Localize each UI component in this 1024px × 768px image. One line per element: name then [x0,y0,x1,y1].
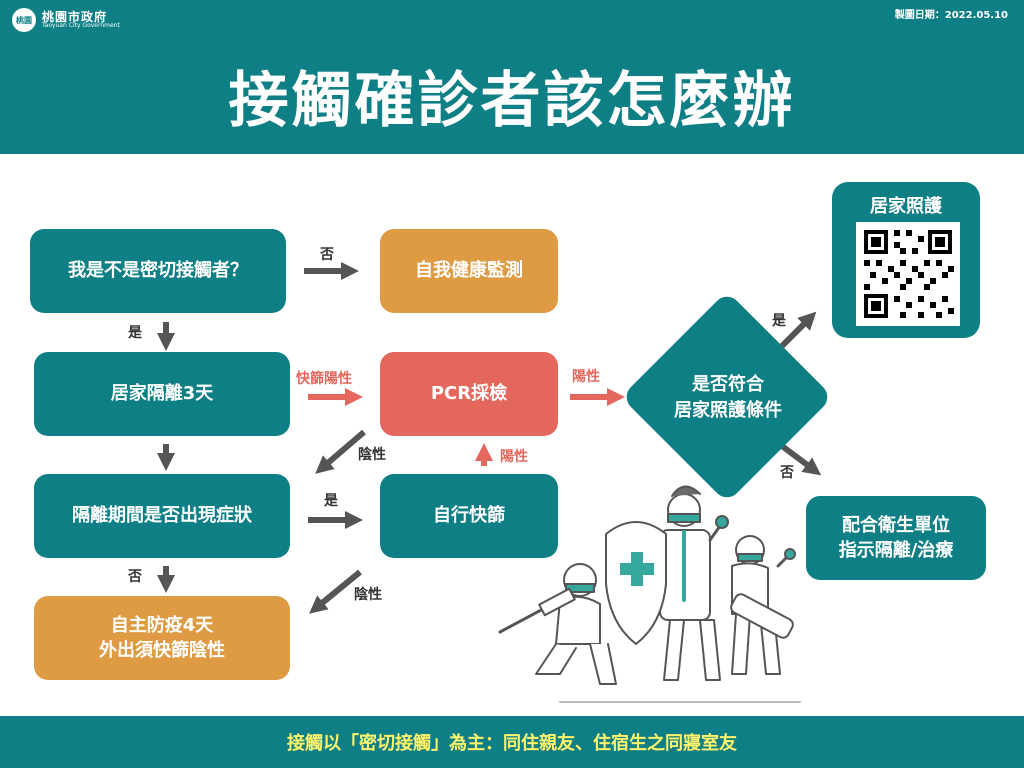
doctor-mask [667,513,701,523]
qr-card-title: 居家照護 [870,196,942,217]
label-rapid-test-positive: 陽性 [500,449,528,465]
page-title: 接觸確診者該怎麼辦 [228,66,796,136]
health-unit-line2: 指示隔離/治療 [838,540,954,561]
production-date: 製圖日期：2022.05.10 [894,10,1008,21]
logo-chinese-name: 桃園市政府 [42,9,108,24]
self-prevention-line2: 外出須快篩陰性 [99,640,225,661]
home-isolation-box: 居家隔離3天 [34,352,290,436]
label-yes-left: 是 [128,325,142,341]
arrow-to-health-unit [780,443,822,476]
label-yes-home-care: 是 [772,313,786,329]
label-pcr-negative: 陰性 [358,447,386,463]
label-no-top: 否 [320,247,334,263]
spray-tank [730,593,794,639]
close-contact-question: 我是不是密切接觸者？ [30,229,286,313]
label-no-symptoms: 否 [128,569,142,585]
city-emblem-icon: 桃園 [12,8,36,32]
pcr-test-box: PCR採檢 [380,352,558,436]
symptoms-question: 隔離期間是否出現症狀 [34,474,290,558]
self-rapid-test-box: 自行快篩 [380,474,558,558]
header-banner: 桃園 桃園市政府 Taoyuan City Government 製圖日期：20… [0,0,1024,154]
logo-english-name: Taoyuan City Government [42,22,120,30]
self-prevention-box: 自主防疫4天 外出須快篩陰性 [34,596,290,680]
home-care-question-line2: 居家照護條件 [674,400,782,421]
label-no-health-unit: 否 [780,465,794,481]
label-pcr-positive: 陽性 [572,369,600,385]
home-care-question-line1: 是否符合 [692,373,764,395]
taoyuan-logo: 桃園 桃園市政府 Taoyuan City Government [12,8,120,32]
home-care-qr-card[interactable]: 居家照護 [832,182,980,338]
label-rapid-positive: 快篩陽性 [296,371,352,387]
health-unit-line1: 配合衛生單位 [842,514,950,536]
arrow-pcr-negative [315,429,366,474]
home-care-question: 是否符合 居家照護條件 [628,358,828,438]
arrow-to-home-care [779,311,817,349]
health-unit-box: 配合衛生單位 指示隔離/治療 [806,496,986,580]
self-prevention-line1: 自主防疫4天 [110,614,214,636]
arrow-rapid-negative [309,569,362,614]
footer-note: 接觸以「密切接觸」為主：同住親友、住宿生之同寢室友 [0,716,1024,768]
label-yes-symptoms: 是 [324,493,338,509]
label-rapid-negative: 陰性 [354,587,382,603]
qr-code-icon[interactable] [856,222,960,326]
syringe-barrel [538,587,576,617]
self-health-monitor-box: 自我健康監測 [380,229,558,313]
